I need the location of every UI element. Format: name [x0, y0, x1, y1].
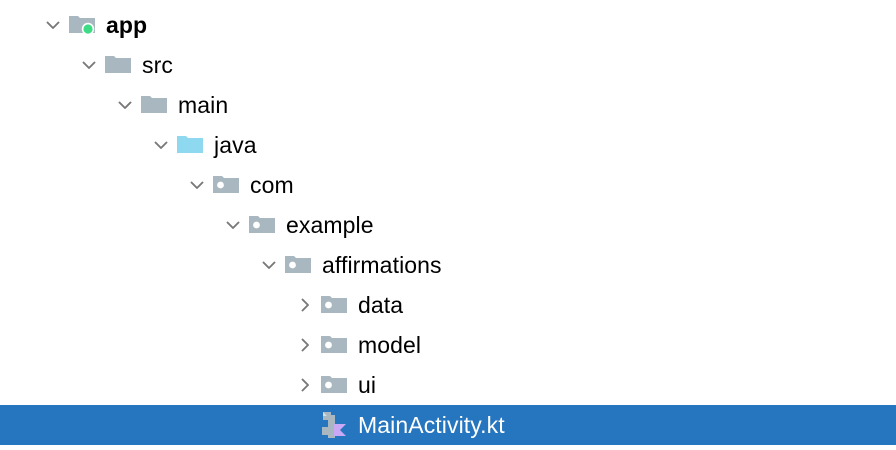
- module-folder-icon: [66, 11, 98, 39]
- tree-row-label: app: [106, 12, 148, 38]
- kotlin-file-icon: [318, 411, 350, 439]
- tree-row-label: data: [358, 292, 404, 318]
- tree-row-label: model: [358, 332, 422, 358]
- folder-icon: [138, 91, 170, 119]
- tree-row-label: java: [214, 132, 257, 158]
- chevron-right-icon[interactable]: [292, 332, 318, 358]
- tree-row[interactable]: app: [0, 5, 896, 45]
- package-folder-icon: [210, 171, 242, 199]
- tree-row-label: src: [142, 52, 173, 78]
- package-folder-icon: [246, 211, 278, 239]
- chevron-down-icon[interactable]: [40, 12, 66, 38]
- chevron-down-icon[interactable]: [220, 212, 246, 238]
- tree-row[interactable]: main: [0, 85, 896, 125]
- tree-row-label: example: [286, 212, 374, 238]
- tree-row-label: main: [178, 92, 229, 118]
- tree-row[interactable]: java: [0, 125, 896, 165]
- tree-row-label: ui: [358, 372, 377, 398]
- package-folder-icon: [318, 331, 350, 359]
- tree-row[interactable]: ui: [0, 365, 896, 405]
- chevron-down-icon[interactable]: [184, 172, 210, 198]
- tree-row[interactable]: data: [0, 285, 896, 325]
- tree-row-label: com: [250, 172, 294, 198]
- twisty-spacer: [292, 412, 318, 438]
- chevron-right-icon[interactable]: [292, 292, 318, 318]
- chevron-down-icon[interactable]: [148, 132, 174, 158]
- package-folder-icon: [318, 371, 350, 399]
- package-folder-icon: [282, 251, 314, 279]
- tree-row[interactable]: model: [0, 325, 896, 365]
- tree-row[interactable]: src: [0, 45, 896, 85]
- chevron-down-icon[interactable]: [112, 92, 138, 118]
- tree-row[interactable]: com: [0, 165, 896, 205]
- chevron-down-icon[interactable]: [256, 252, 282, 278]
- package-folder-icon: [318, 291, 350, 319]
- tree-row[interactable]: example: [0, 205, 896, 245]
- tree-row-label: affirmations: [322, 252, 442, 278]
- tree-row[interactable]: MainActivity.kt: [0, 405, 896, 445]
- folder-icon: [102, 51, 134, 79]
- source-folder-icon: [174, 131, 206, 159]
- tree-row-label: MainActivity.kt: [358, 412, 505, 438]
- chevron-down-icon[interactable]: [76, 52, 102, 78]
- chevron-right-icon[interactable]: [292, 372, 318, 398]
- tree-row[interactable]: affirmations: [0, 245, 896, 285]
